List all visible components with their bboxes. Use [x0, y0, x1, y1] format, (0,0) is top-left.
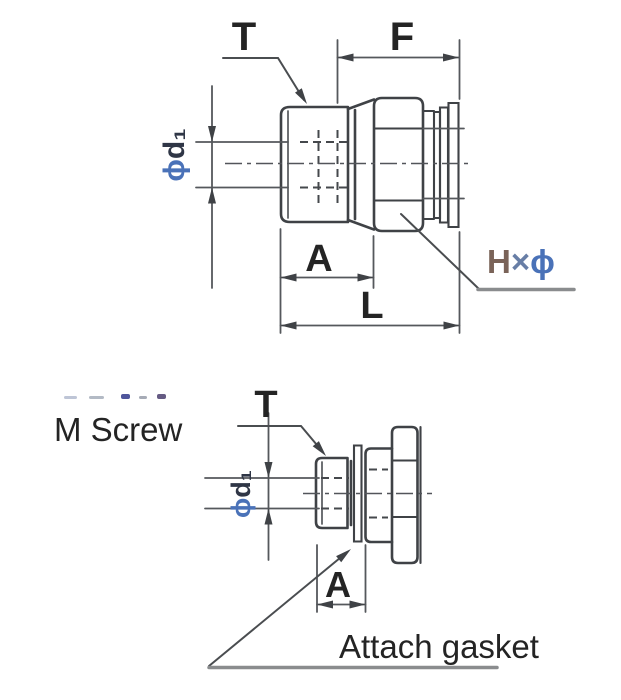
label-phi-d1-bottom: ϕd₁: [226, 470, 256, 518]
bottom-thread-leader-line: [237, 425, 323, 452]
hex-leader-line: [400, 213, 480, 290]
top-hex-nut-outline: [372, 96, 425, 233]
top-arrowheads: [208, 53, 460, 330]
phi-symbol: ϕ: [226, 498, 256, 518]
label-thread-t-bottom: T: [254, 384, 277, 426]
hex-phi: ϕ: [530, 243, 555, 280]
label-thread-t: T: [232, 15, 256, 59]
top-hidden-thread-lines: [300, 130, 347, 203]
d1-symbol: d₁: [158, 128, 191, 159]
label-dim-a-bottom: A: [325, 564, 351, 605]
label-attach-gasket: Attach gasket: [339, 628, 539, 665]
top-view: T F ϕd₁ A L H×ϕ: [158, 15, 576, 334]
label-m-screw: M Screw: [54, 411, 183, 448]
phi-symbol: ϕ: [158, 159, 191, 182]
label-dim-l: L: [360, 285, 383, 327]
label-dim-f: F: [390, 15, 414, 59]
bottom-arrowheads: [264, 441, 366, 609]
bottom-gasket-outline: [352, 444, 363, 543]
bottom-collar-outline: [364, 447, 394, 544]
bottom-hidden-thread-lines: [321, 468, 388, 519]
bottom-hex-outline: [390, 425, 422, 565]
top-thread-leader-line: [222, 57, 305, 101]
gasket-leader-line: [208, 552, 347, 667]
label-dim-a: A: [305, 238, 332, 280]
top-threaded-body-outline: [279, 98, 376, 231]
hex-h: H: [487, 243, 511, 280]
label-hex-size: H×ϕ: [487, 243, 555, 280]
bottom-view: M Screw T ϕd₁ A Attach gasket: [54, 384, 539, 670]
cropped-text-remnant: [64, 394, 166, 399]
label-phi-d1: ϕd₁: [158, 128, 191, 181]
hex-times: ×: [511, 243, 530, 280]
top-release-collar-outline: [421, 101, 465, 229]
d1-symbol: d₁: [226, 470, 256, 498]
